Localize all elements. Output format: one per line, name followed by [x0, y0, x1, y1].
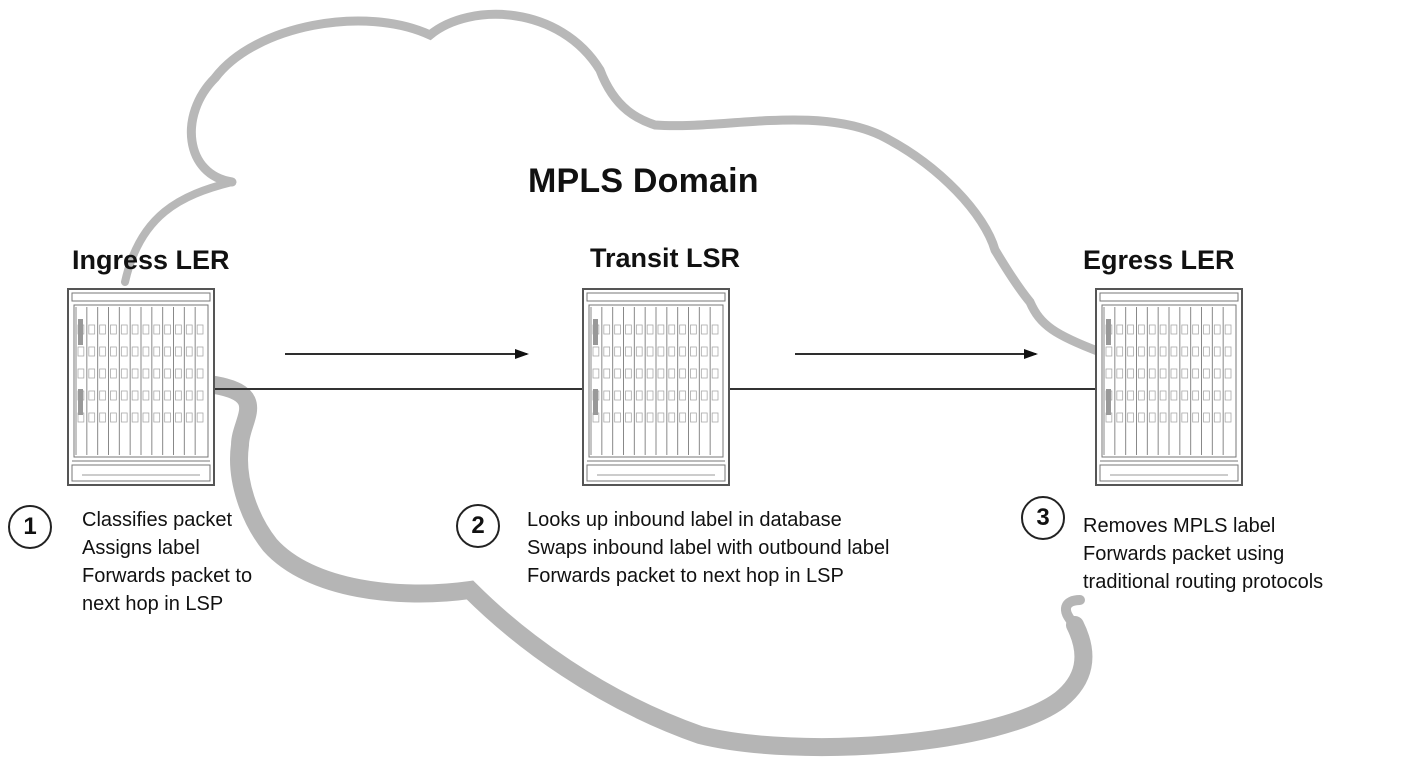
step-description-transit: Looks up inbound label in database Swaps… — [527, 506, 890, 590]
step-description-ingress: Classifies packet Assigns label Forwards… — [82, 506, 252, 618]
cloud-bottom-swoosh — [206, 376, 1093, 756]
step-badge-3: 3 — [1021, 496, 1065, 540]
description-line: Swaps inbound label with outbound label — [527, 537, 890, 559]
node-title-transit: Transit LSR — [590, 243, 741, 273]
description-line: Forwards packet using — [1083, 543, 1285, 565]
description-line: Assigns label — [82, 537, 200, 559]
router-chassis-icon — [1095, 288, 1243, 486]
diagram-title: MPLS Domain — [528, 162, 759, 200]
router-chassis-icon — [67, 288, 215, 486]
description-line: Classifies packet — [82, 509, 233, 531]
description-line: Forwards packet to next hop in LSP — [527, 565, 844, 587]
cloud-outline — [186, 9, 1105, 357]
cloud-outline-left — [121, 178, 236, 286]
node-title-ingress: Ingress LER — [72, 245, 230, 275]
description-line: Looks up inbound label in database — [527, 509, 842, 531]
step-badge-1: 1 — [8, 505, 52, 549]
step-badge-2: 2 — [456, 504, 500, 548]
router-chassis-icon — [582, 288, 730, 486]
description-line: next hop in LSP — [82, 593, 224, 615]
node-title-egress: Egress LER — [1083, 245, 1235, 275]
description-line: traditional routing protocols — [1083, 571, 1324, 593]
description-line: Forwards packet to — [82, 565, 253, 587]
description-line: Removes MPLS label — [1083, 515, 1276, 537]
cloud-bottom-inner — [1061, 595, 1085, 630]
step-description-egress: Removes MPLS label Forwards packet using… — [1083, 512, 1323, 596]
